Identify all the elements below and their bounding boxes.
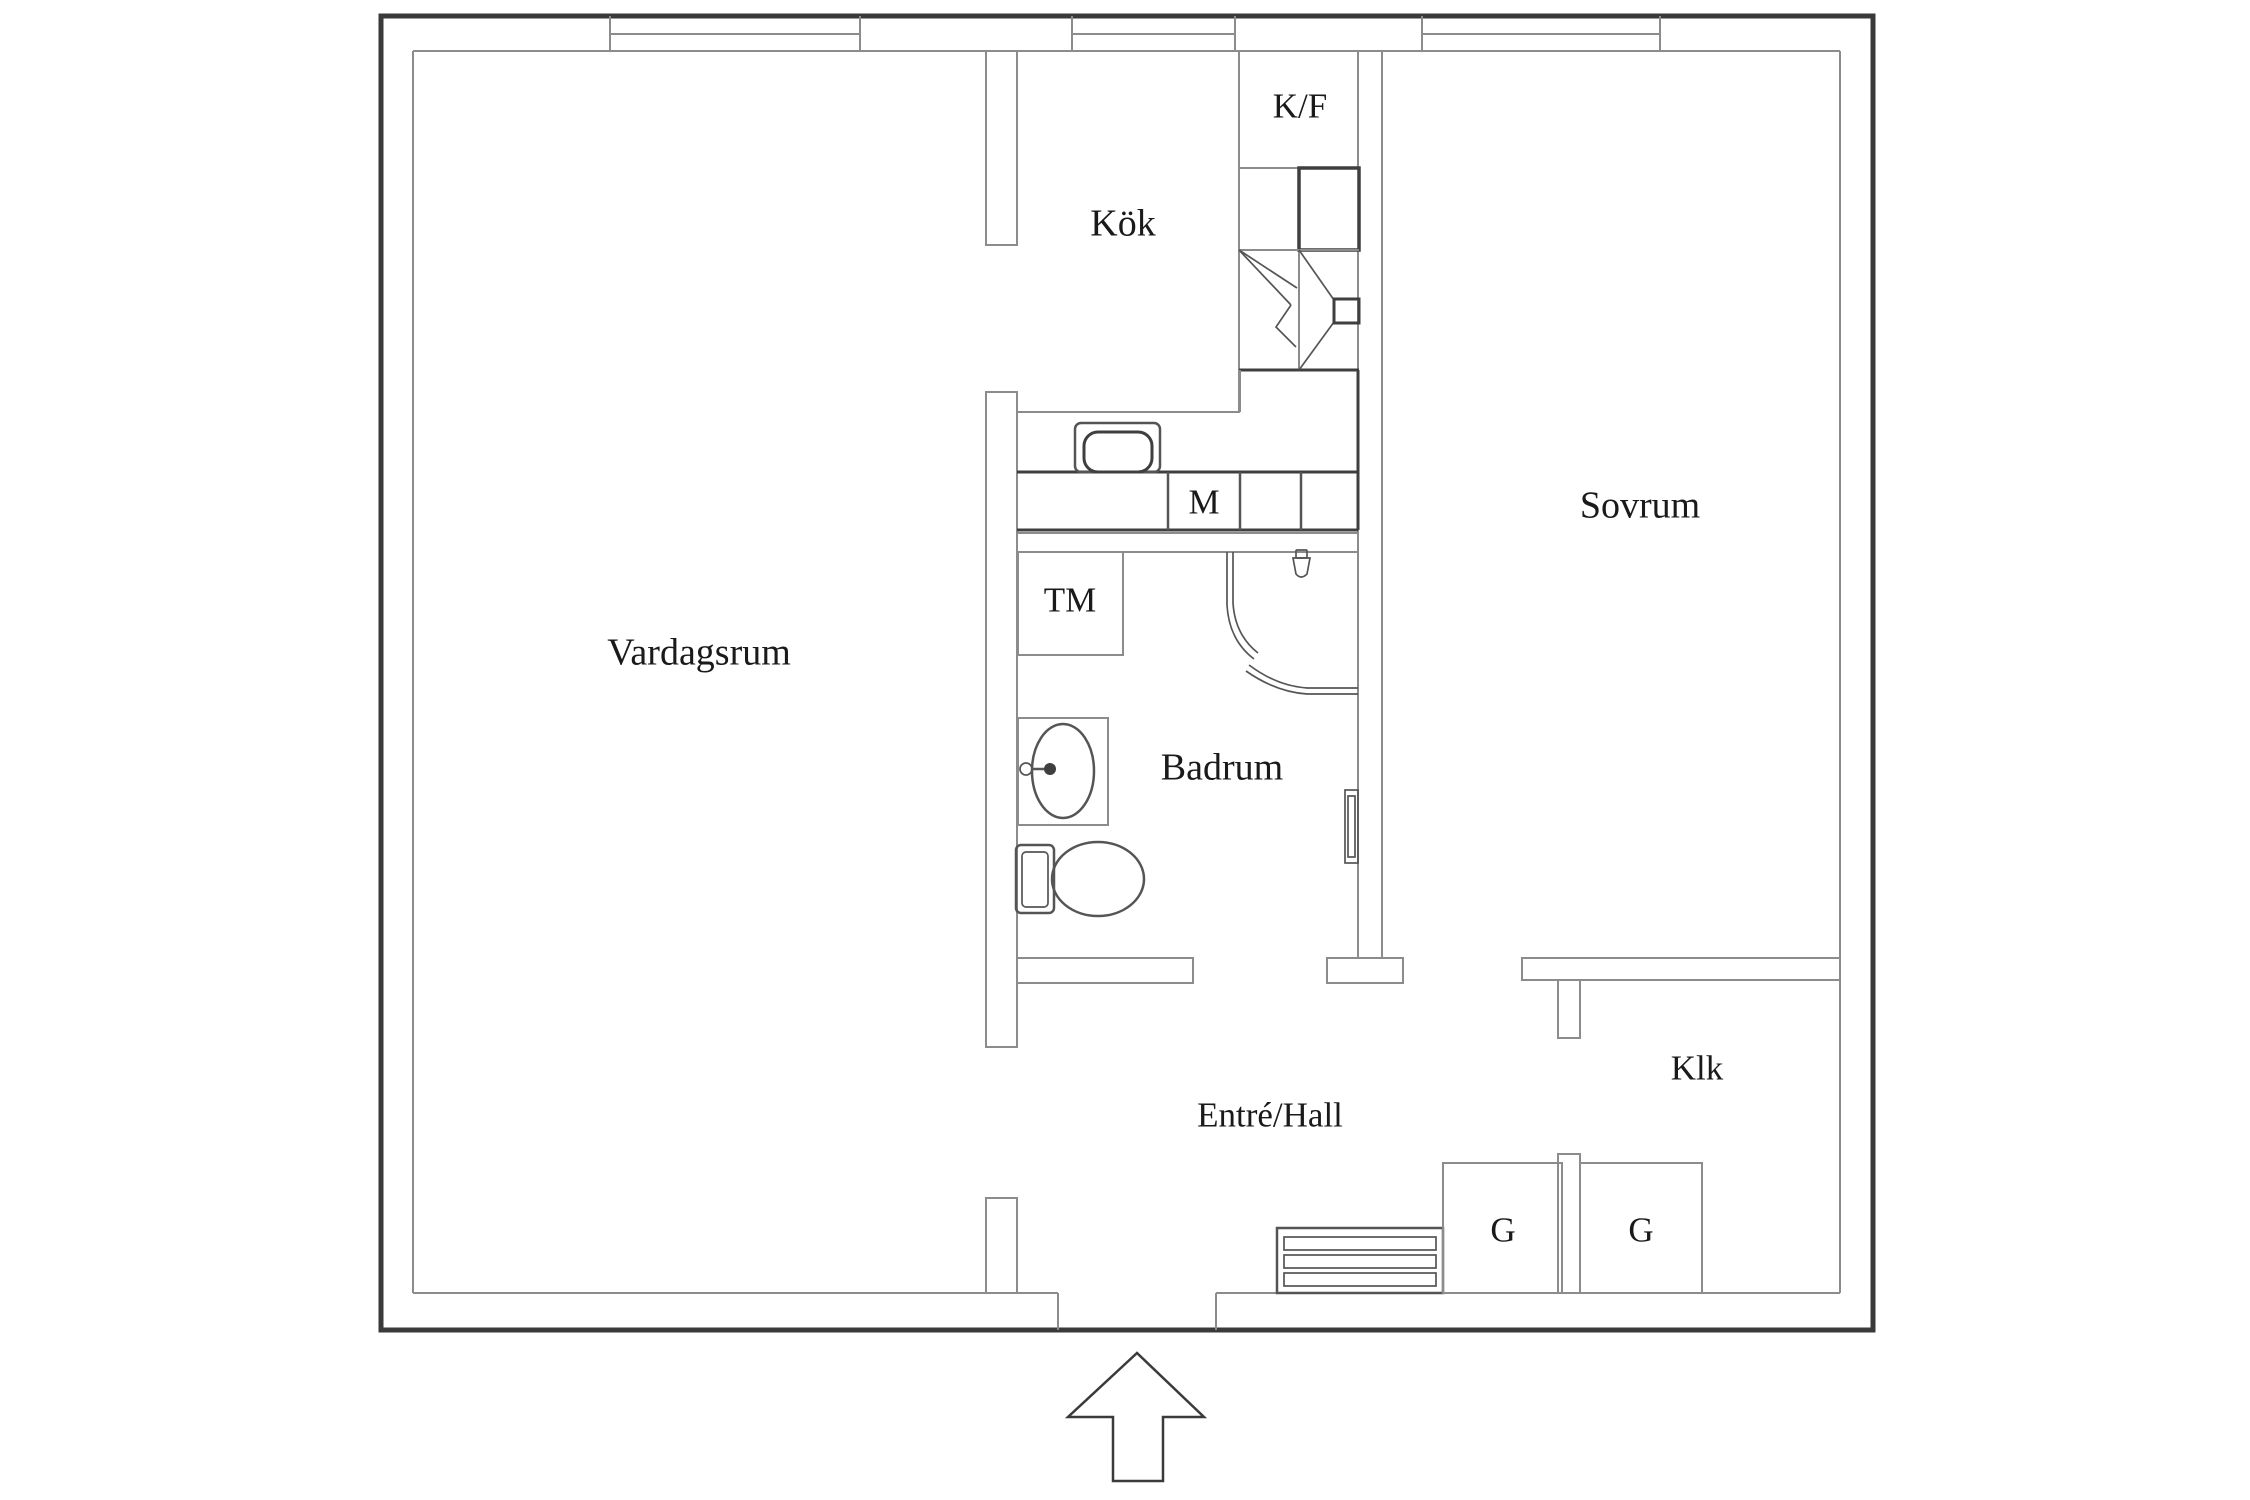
shower-screen-arc	[1248, 664, 1358, 689]
wall-living-bathroom	[985, 391, 1018, 1048]
window-kitchen	[1071, 16, 1236, 51]
chute-line	[1238, 249, 1298, 289]
label-living-room: Vardagsrum	[607, 631, 791, 673]
label-wardrobe-right: G	[1628, 1210, 1653, 1249]
hat-shelf-bar	[1283, 1236, 1437, 1251]
shower-screen-arc	[1245, 670, 1358, 695]
label-fridge-freezer: K/F	[1273, 86, 1327, 125]
toilet-tank	[1014, 843, 1056, 915]
wardrobe-box-right	[1579, 1162, 1703, 1294]
bathroom-fixtures	[1014, 549, 1359, 918]
chute-funnel-line	[1298, 249, 1335, 301]
wall-stub-bathroom-door	[1326, 957, 1404, 984]
chute-line	[1238, 249, 1292, 306]
wall-living-kitchen-upper	[985, 50, 1018, 246]
shower-head-icon	[1291, 549, 1312, 578]
label-wardrobe-left: G	[1490, 1210, 1515, 1249]
hat-shelf	[1275, 1226, 1445, 1295]
label-micro: M	[1188, 482, 1219, 521]
toilet-bowl	[1050, 840, 1146, 918]
hall-furniture	[1275, 1162, 1703, 1295]
label-kitchen: Kök	[1090, 202, 1155, 244]
window-living-room	[609, 16, 861, 51]
wall-bathroom-bottom	[1016, 957, 1194, 984]
shower-screen-arc	[1226, 552, 1255, 660]
chute-funnel-line	[1298, 321, 1335, 371]
label-hall: Entré/Hall	[1197, 1095, 1343, 1134]
shaft-cell-box	[1297, 166, 1361, 252]
label-closet: Klk	[1671, 1048, 1724, 1087]
kitchen-sink	[1073, 421, 1162, 474]
wall-bedroom-bottom	[1521, 957, 1841, 981]
toilet-tank-inner	[1021, 851, 1049, 908]
wall-living-hall-stub	[985, 1197, 1018, 1294]
radiator-body	[1344, 789, 1359, 864]
garbage-chute-symbol	[1238, 249, 1361, 371]
entrance-arrow	[1064, 1351, 1208, 1483]
kitchen-counter	[1017, 370, 1360, 532]
sink-rim	[1073, 421, 1162, 474]
shaft-column	[1238, 51, 1361, 412]
windows	[609, 16, 1661, 51]
toilet	[1014, 840, 1146, 918]
interior-walls	[985, 50, 1841, 1294]
towel-radiator	[1344, 789, 1359, 864]
radiator-inner	[1347, 795, 1356, 858]
wall-bathroom-top	[1016, 532, 1359, 553]
label-bedroom: Sovrum	[1580, 484, 1700, 526]
label-washing-machine: TM	[1044, 580, 1097, 619]
chute-zigzag	[1274, 304, 1297, 348]
washing-machine-box	[1017, 551, 1124, 656]
wall-bedroom-partition	[1357, 50, 1383, 959]
faucet-base	[1044, 763, 1056, 775]
chute-outlet	[1332, 297, 1361, 325]
label-bathroom: Badrum	[1161, 746, 1283, 788]
sink-cabinet	[1017, 717, 1109, 826]
hat-shelf-bar	[1283, 1254, 1437, 1269]
sink-basin	[1082, 430, 1154, 474]
shower-screen-arc	[1232, 552, 1259, 654]
outer-walls	[378, 13, 1876, 1333]
shower-head-body	[1291, 557, 1312, 578]
room-labels: Vardagsrum Kök K/F Sovrum M TM Badrum En…	[607, 86, 1724, 1249]
faucet-handle	[1019, 762, 1033, 776]
sink-bowl	[1030, 722, 1096, 820]
shower-screen	[1226, 552, 1358, 695]
window-bedroom	[1421, 16, 1661, 51]
wardrobe-box-left	[1442, 1162, 1563, 1294]
bathroom-sink	[1017, 717, 1109, 826]
hat-shelf-bar	[1283, 1272, 1437, 1287]
wall-klk-stub	[1557, 979, 1581, 1039]
